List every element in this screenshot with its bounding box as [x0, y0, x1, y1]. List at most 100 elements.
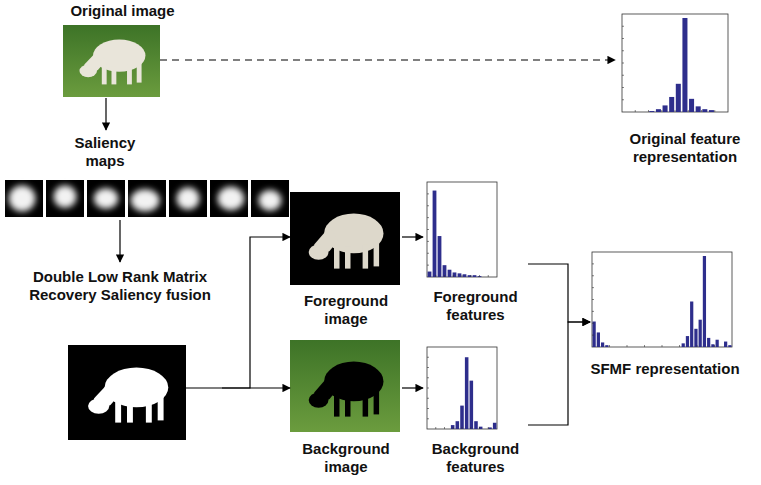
node-label: Original feature representation	[615, 130, 755, 166]
histogram-bar	[696, 106, 701, 112]
histogram-bar	[709, 110, 714, 112]
tick	[679, 345, 680, 347]
image-panel: Background image	[290, 340, 402, 480]
tick	[635, 110, 636, 112]
tick	[488, 275, 489, 277]
histogram-bar	[676, 84, 681, 112]
tick	[462, 275, 463, 277]
saliency-blob	[94, 188, 118, 209]
tick	[427, 253, 429, 254]
fusion-panel: Double Low Rank Matrix Recovery Saliency…	[18, 262, 222, 445]
histogram-bar	[724, 342, 727, 347]
histogram-bar	[470, 381, 474, 429]
tick	[622, 38, 624, 39]
tick	[622, 75, 624, 76]
dashed-arrow	[185, 59, 615, 60]
histogram-bar	[699, 320, 702, 347]
histogram-bar	[493, 423, 497, 429]
node-label: Double Low Rank Matrix Recovery Saliency…	[20, 268, 220, 304]
histogram-bar	[649, 111, 654, 113]
histogram-bar	[605, 345, 608, 347]
flow-arrow	[528, 322, 590, 425]
histogram-bar	[460, 406, 464, 429]
flow-arrow	[222, 237, 290, 388]
connector-stub	[160, 59, 184, 60]
histogram-bar	[478, 276, 482, 278]
image-panel: Foreground image	[290, 192, 402, 332]
tick	[688, 110, 689, 112]
original-photo	[63, 25, 160, 97]
flow-arrow	[119, 220, 120, 262]
tick	[470, 427, 471, 429]
fusion-mask	[68, 345, 186, 440]
histogram-bar	[463, 274, 467, 277]
tick	[622, 87, 624, 88]
tick	[648, 110, 649, 112]
histogram-panel: Background features	[423, 345, 528, 480]
tick	[427, 241, 429, 242]
tick	[592, 263, 594, 264]
tick	[662, 345, 663, 347]
histogram-bar	[669, 97, 674, 112]
histogram-bar	[682, 18, 687, 112]
saliency-blob	[131, 189, 160, 211]
histogram-bar	[689, 99, 694, 112]
histogram-bar	[728, 345, 731, 347]
tick	[479, 427, 480, 429]
histogram-bar	[479, 427, 483, 429]
tick	[622, 63, 624, 64]
histogram-bar	[682, 343, 685, 347]
saliency-blob	[9, 186, 36, 212]
tick	[435, 275, 436, 277]
node-label: Background features	[423, 440, 528, 476]
histogram-bar	[663, 105, 668, 112]
flow-arrow	[105, 98, 106, 130]
histogram-bar	[465, 357, 469, 429]
tick	[479, 275, 480, 277]
histogram-bar	[694, 329, 697, 347]
chart-frame	[622, 14, 728, 112]
saliency-thumb	[46, 180, 84, 217]
tick	[444, 275, 445, 277]
tick	[592, 287, 594, 288]
flow-arrow	[402, 236, 423, 237]
background-photo	[290, 340, 400, 432]
saliency-strip	[5, 180, 289, 217]
tick	[627, 345, 628, 347]
histogram-bar	[488, 427, 492, 429]
histogram-bar	[601, 342, 604, 347]
flow-arrow	[528, 264, 590, 322]
tick	[453, 427, 454, 429]
histogram-bar	[468, 275, 472, 277]
tick	[609, 345, 610, 347]
tick	[427, 265, 429, 266]
histogram-bar	[448, 270, 452, 277]
histogram-bar	[716, 340, 719, 347]
connector-stub	[186, 387, 222, 388]
histogram-bar	[474, 421, 478, 429]
saliency-thumb	[5, 180, 43, 217]
tick	[622, 99, 624, 100]
histogram-bar	[433, 191, 437, 277]
saliency-thumb	[169, 180, 207, 217]
node-label: Foreground features	[423, 288, 528, 324]
histogram-bar	[428, 272, 432, 277]
histogram-bar	[456, 421, 460, 429]
histogram-bar	[443, 265, 447, 277]
node-label: SFMF representation	[590, 360, 740, 378]
tick	[592, 299, 594, 300]
histogram-bar	[458, 273, 462, 277]
chart-frame	[592, 252, 732, 347]
saliency-blob	[177, 187, 200, 209]
histogram-bar	[473, 275, 477, 277]
node-label: Original image	[60, 2, 185, 20]
node-label: Background image	[290, 440, 402, 476]
saliency-thumb	[251, 180, 289, 217]
tick	[675, 110, 676, 112]
tick	[701, 110, 702, 112]
tick	[714, 345, 715, 347]
tick	[470, 275, 471, 277]
flow-arrow	[222, 387, 290, 388]
tick	[714, 110, 715, 112]
saliency-thumb	[128, 180, 166, 217]
